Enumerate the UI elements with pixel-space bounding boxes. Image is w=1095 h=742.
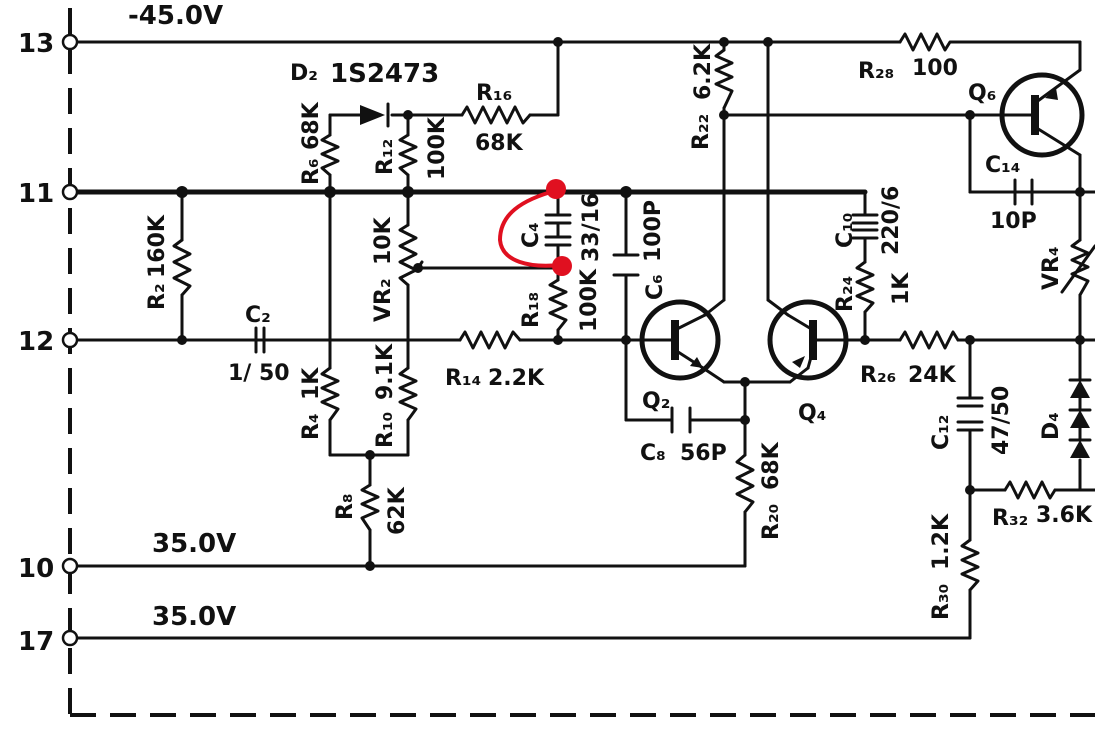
resistor-r30 [960, 538, 980, 592]
label-r14-ref: R₁₄ [445, 366, 481, 391]
capacitor-c10 [851, 213, 879, 240]
rail-label-pin17: 35.0V [152, 602, 236, 632]
diode-d4 [1068, 338, 1092, 458]
resistor-r6 [320, 133, 340, 177]
label-r8-ref: R₈ [333, 493, 358, 520]
rail-label-neg45: -45.0V [128, 1, 223, 31]
capacitor-c4 [544, 213, 572, 247]
resistor-r12 [398, 133, 418, 177]
label-r2-val: 160K [145, 214, 170, 278]
label-r28-ref: R₂₈ [858, 59, 894, 84]
resistor-r32 [1003, 480, 1057, 500]
label-c2-val: 1/ 50 [228, 361, 290, 386]
resistor-r28 [898, 32, 957, 52]
resistor-r26 [898, 330, 960, 350]
resistor-r22 [714, 48, 734, 110]
label-c8-val: 56P [680, 441, 727, 466]
label-r2-ref: R₂ [145, 283, 170, 310]
label-r10-ref: R₁₀ [373, 412, 398, 448]
label-r32-ref: R₃₂ [992, 506, 1028, 531]
label-q4: Q₄ [798, 401, 826, 426]
label-r4-val: 1K [299, 367, 324, 400]
board-outline [68, 8, 1095, 717]
label-r18-ref: R₁₈ [519, 292, 544, 328]
resistor-r18 [548, 278, 568, 332]
pin-12-label: 12 [18, 327, 54, 357]
resistor-r4 [320, 366, 340, 422]
capacitor-c12 [956, 396, 984, 432]
label-vr2-ref: VR₂ [371, 278, 396, 322]
resistor-r10 [398, 366, 418, 422]
resistor-r14 [458, 330, 522, 350]
label-r26-val: 24K [908, 363, 957, 388]
resistor-r24 [855, 260, 875, 314]
label-r12-ref: R₁₂ [373, 139, 398, 175]
transistor-q4 [767, 299, 850, 381]
label-r4-ref: R₄ [299, 413, 324, 440]
red-annotation [497, 179, 572, 276]
pin-17-label: 17 [18, 627, 54, 657]
label-r14-val: 2.2K [488, 366, 545, 391]
label-c12-ref: C₁₂ [929, 415, 954, 450]
label-r16-val: 68K [475, 131, 524, 156]
label-r10-val: 9.1K [373, 343, 398, 400]
label-q6: Q₆ [968, 81, 996, 106]
label-d2-ref: D₂ [290, 61, 318, 86]
label-c12-val: 47/50 [989, 386, 1014, 455]
label-c10-ref: C₁₀ [833, 213, 858, 248]
label-r18-val: 100K [577, 268, 602, 332]
label-c10-val: 220/6 [879, 186, 904, 255]
label-r30-ref: R₃₀ [929, 584, 954, 620]
label-c8-ref: C₈ [640, 441, 666, 466]
label-c2-ref: C₂ [245, 303, 271, 328]
label-r32-val: 3.6K [1036, 503, 1093, 528]
diode-d2 [360, 102, 390, 128]
transistor-q2 [638, 299, 721, 381]
label-r24-val: 1K [889, 272, 914, 305]
label-c6-val: 100P [641, 200, 666, 262]
label-r28-val: 100 [912, 56, 958, 81]
label-r30-val: 1.2K [929, 513, 954, 570]
pin-13-label: 13 [18, 29, 54, 59]
pin-terminals [61, 33, 79, 647]
rail-label-pin10: 35.0V [152, 529, 236, 559]
label-vr2-val: 10K [371, 216, 396, 265]
junction-dots [176, 37, 1085, 571]
label-r6-val: 68K [299, 101, 324, 150]
potentiometer-vr2 [398, 223, 418, 287]
resistor-r2 [172, 238, 192, 297]
label-r22-ref: R₂₂ [689, 114, 714, 150]
label-r16-ref: R₁₆ [476, 81, 512, 106]
label-r26-ref: R₂₆ [860, 363, 896, 388]
capacitor-c2 [180, 326, 294, 354]
capacitor-c6 [612, 253, 640, 277]
transistor-q6 [998, 68, 1085, 158]
capacitor-c14 [1013, 178, 1034, 206]
pin-10-label: 10 [18, 554, 54, 584]
label-c4-val: 33/16 [579, 193, 604, 262]
resistor-r16 [460, 105, 532, 125]
label-r20-val: 68K [759, 441, 784, 490]
label-r6-ref: R₆ [299, 158, 324, 185]
label-r20-ref: R₂₀ [759, 504, 784, 540]
capacitor-c8 [670, 406, 692, 434]
potentiometer-vr4 [1070, 238, 1090, 297]
resistor-r20 [735, 453, 755, 514]
label-c4-ref: C₄ [519, 222, 544, 248]
label-c14-ref: C₁₄ [985, 153, 1020, 178]
label-q2: Q₂ [642, 389, 670, 414]
label-r24-ref: R₂₄ [833, 276, 858, 312]
label-c6-ref: C₆ [643, 274, 668, 300]
label-c14-val: 10P [990, 209, 1037, 234]
label-r22-val: 6.2K [691, 43, 716, 100]
label-d2-part: 1S2473 [330, 59, 439, 89]
resistor-r8 [360, 483, 380, 532]
label-d4: D₄ [1039, 412, 1064, 440]
label-r8-val: 62K [385, 486, 410, 535]
label-vr4: VR₄ [1039, 246, 1064, 290]
pin-11-label: 11 [18, 179, 54, 209]
label-r12-val: 100K [425, 116, 450, 180]
